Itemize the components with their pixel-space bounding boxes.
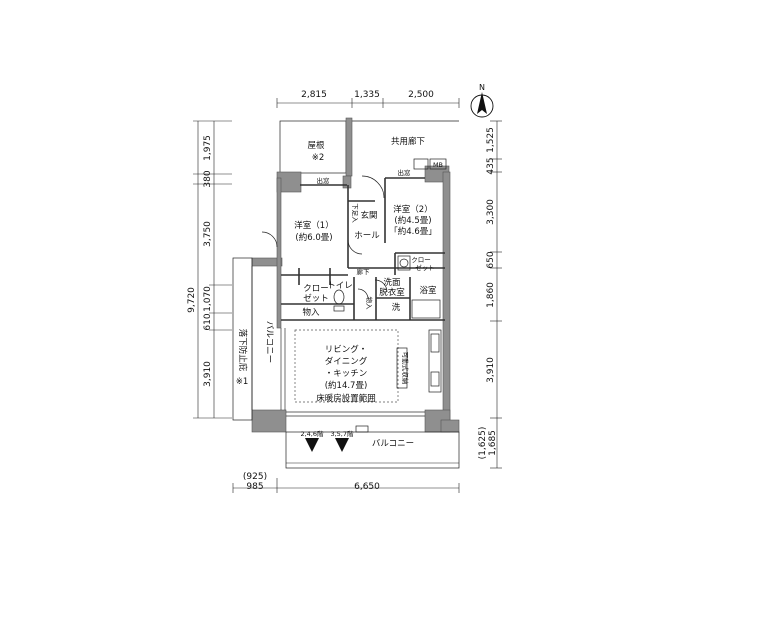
left-dimension-line: 1,975 380 3,750 1,070 610 3,910 9,720 <box>187 120 232 419</box>
mb-label: MB <box>433 161 443 169</box>
right-dimension-line: 1,525 435 3,300 650 1,860 3,910 (1,625) … <box>478 120 502 469</box>
dim-left-5: 610 <box>203 313 213 330</box>
dim-left-2: 380 <box>203 170 213 187</box>
fall-prevention-note: ※1 <box>236 377 249 387</box>
western-room-1-size: (約6.0畳) <box>295 232 332 243</box>
ldk-size: (約14.7畳) <box>325 380 368 391</box>
dim-right-5: 1,860 <box>486 282 496 308</box>
storage-2-label: 物入 <box>365 297 374 311</box>
dim-right-balcony-1: (1,625) <box>478 427 488 460</box>
western-room-1-label: 洋室（1） <box>294 220 333 231</box>
wall <box>442 171 451 423</box>
mb-box <box>429 158 447 170</box>
room-labels: 屋根 ※2 共用廊下 出窓 出窓 MB 洋室（1） (約6.0畳) 洋室（2） … <box>236 136 443 449</box>
door-swings <box>261 175 388 300</box>
closet-1-label-b: ゼット <box>303 293 329 304</box>
floor-heating-label: 床暖房設置範囲 <box>316 393 376 404</box>
dim-right-balcony-2: 1,685 <box>488 430 498 456</box>
closet-1-label-a: クロー <box>303 284 329 294</box>
storage-label: 物入 <box>302 307 320 318</box>
wall <box>345 117 353 177</box>
washbasin-icon <box>397 255 411 271</box>
dim-bottom-3: 6,650 <box>354 482 380 492</box>
dim-right-3: 3,300 <box>486 199 496 225</box>
entrance-label: 玄関 <box>360 210 377 221</box>
dim-right-2: 435 <box>486 157 496 174</box>
floor-note-2: 3,5,7階 <box>330 429 354 438</box>
dim-left-1: 1,975 <box>203 135 213 161</box>
western-room-2-size-1: (約4.5畳) <box>394 215 431 226</box>
fall-prevention-label: 落下防止庇 <box>237 329 248 372</box>
washing-machine-label: 洗 <box>392 302 401 313</box>
balcony-windows <box>280 328 425 417</box>
wall <box>276 177 282 329</box>
outdoor-unit-2: 出窓 <box>398 168 412 177</box>
sink-icon <box>430 333 440 353</box>
dim-bottom-2: 985 <box>246 482 263 492</box>
floor-note-1: 2,4,6階 <box>300 429 324 438</box>
dim-left-3: 3,750 <box>203 221 213 247</box>
washroom-label-1: 洗面 <box>383 277 401 288</box>
western-room-2-label: 洋室（2） <box>393 204 432 215</box>
dim-top-1: 2,815 <box>301 90 327 100</box>
bottom-balcony-label: バルコニー <box>372 439 414 449</box>
dim-right-4: 650 <box>486 251 496 268</box>
outdoor-unit-1: 出窓 <box>317 176 331 185</box>
floor-marker-icon <box>305 438 319 452</box>
ldk-label-2: ダイニング <box>325 356 368 367</box>
western-room-2-size-2: 「約4.6畳」 <box>389 226 437 237</box>
dim-right-6: 3,910 <box>486 357 496 383</box>
kitchen-counter <box>428 329 442 393</box>
closet-2-label-a: クロー <box>411 256 431 264</box>
washroom-label-2: 脱衣室 <box>379 287 405 298</box>
balcony-bottom <box>285 431 460 469</box>
hallway-label: 廊下 <box>357 267 371 276</box>
dim-top-2: 1,335 <box>354 90 380 100</box>
dim-top-3: 2,500 <box>408 90 434 100</box>
movable-storage <box>396 347 408 389</box>
wall <box>440 419 460 433</box>
side-balcony-label: バルコニー <box>264 321 274 363</box>
dim-right-1: 1,525 <box>486 127 496 153</box>
roof-note: ※2 <box>312 153 325 163</box>
meter-box <box>413 158 429 170</box>
bottom-dimension-line: (925) 985 6,650 <box>232 472 460 493</box>
shoe-closet-label: 下足入 <box>351 203 359 223</box>
roof-label: 屋根 <box>307 140 325 151</box>
toilet-label: トイレ <box>327 281 353 291</box>
floor-marker-icon <box>335 438 349 452</box>
compass-icon: N <box>470 83 494 118</box>
stove-icon <box>430 371 440 387</box>
floor-heating-area <box>294 329 399 403</box>
closet-2-label-b: ゼット <box>415 263 435 272</box>
wall <box>251 409 287 433</box>
dim-left-total: 9,720 <box>187 287 197 313</box>
bathtub-icon <box>411 299 441 319</box>
dim-left-4: 1,070 <box>203 286 213 312</box>
dim-left-6: 3,910 <box>203 361 213 387</box>
compass-north-label: N <box>479 83 485 92</box>
toilet-icon <box>333 289 345 305</box>
top-dimension-line: 2,815 1,335 2,500 <box>276 90 460 108</box>
corridor-label: 共用廊下 <box>391 136 426 147</box>
hall-label: ホール <box>354 231 380 241</box>
bathroom-label: 浴室 <box>419 285 437 296</box>
wall <box>342 175 352 189</box>
dim-bottom-1: (925) <box>243 472 267 482</box>
ldk-label-3: ・キッチン <box>325 369 368 379</box>
interior-walls <box>281 177 445 321</box>
ldk-label-1: リビング・ <box>325 344 368 355</box>
movable-storage-label: 可動式収納 <box>401 352 410 385</box>
